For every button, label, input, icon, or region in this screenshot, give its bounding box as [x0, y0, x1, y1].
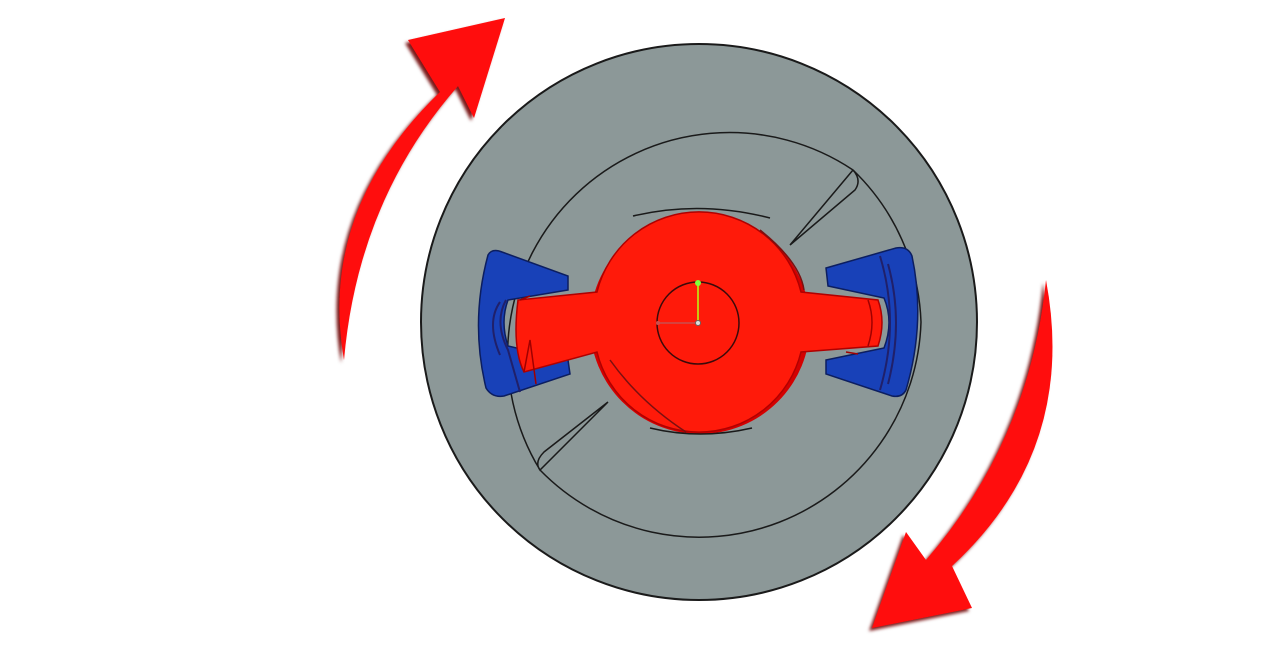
axis-triad: [656, 280, 701, 326]
axis-origin: [695, 320, 701, 326]
inner-groove: [506, 131, 859, 472]
axis-x-tip: [656, 321, 660, 325]
rotor-arm-right-edge: [845, 299, 873, 355]
pad-right: [825, 246, 919, 398]
pad-right-groove: [879, 255, 897, 391]
lower-arrow: [872, 280, 1053, 628]
axis-y-tip: [695, 280, 701, 286]
rotation-arrow-icon: [339, 18, 505, 360]
pad-left-groove: [492, 299, 521, 393]
rotor-bottom-edge: [649, 427, 753, 435]
rotor-s-curve: [609, 229, 805, 433]
rotor-top-edge: [632, 207, 771, 219]
rotation-arrow-icon: [872, 280, 1053, 628]
upper-arrow: [339, 18, 505, 360]
rotor-arm-left-edge: [519, 295, 537, 385]
